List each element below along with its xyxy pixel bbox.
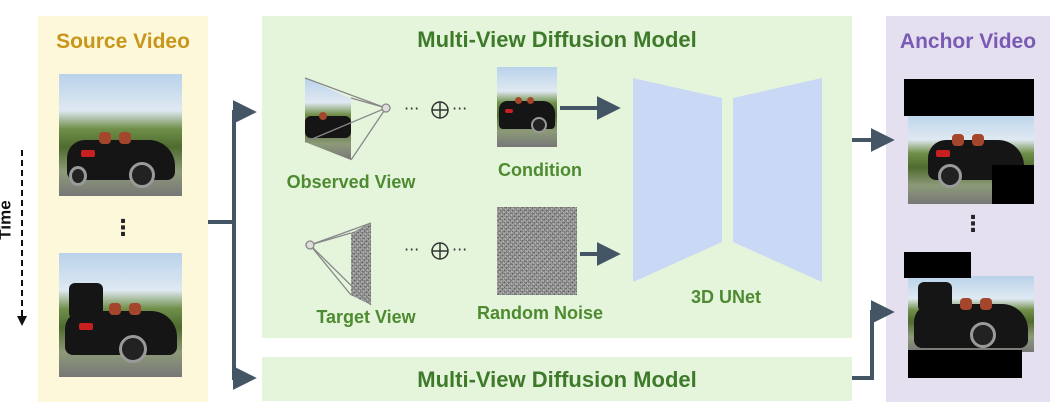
multi-view-diffusion-panel-bottom [262, 357, 852, 401]
target-view-plane [351, 223, 371, 305]
unet-input-arrows [560, 96, 621, 266]
mvd-bottom-title: Multi-View Diffusion Model [417, 367, 697, 392]
anchor-ellipsis: ⋮ [962, 211, 984, 236]
observed-view-camera-icon [304, 77, 391, 161]
svg-text:···: ··· [404, 240, 419, 259]
source-frame-top [59, 74, 182, 196]
source-frame-bottom [59, 253, 182, 377]
anchor-mask-top-1 [904, 79, 1034, 116]
anchor-mask-bottom-2 [908, 350, 1022, 378]
svg-text:···: ··· [452, 99, 467, 118]
svg-text:···: ··· [404, 99, 419, 118]
concat-symbol-top: ··· ··· [404, 99, 467, 119]
target-view-camera-icon [305, 222, 372, 306]
target-view-label: Target View [316, 307, 416, 327]
concat-symbol-bottom: ··· ··· [404, 240, 467, 260]
anchor-video-title: Anchor Video [899, 30, 1037, 53]
svg-text:···: ··· [452, 240, 467, 259]
mvd-top-title: Multi-View Diffusion Model [417, 27, 697, 52]
anchor-frame-bottom [908, 276, 1034, 352]
random-noise-label: Random Noise [476, 303, 604, 323]
source-video-title: Source Video [56, 30, 190, 53]
output-arrows [852, 128, 895, 380]
condition-label: Condition [498, 160, 582, 180]
anchor-mask-top-2 [992, 165, 1034, 204]
observed-view-label: Observed View [286, 172, 416, 192]
random-noise-image [497, 207, 577, 295]
source-ellipsis: ⋮ [112, 215, 134, 240]
anchor-mask-bottom-1 [904, 252, 971, 278]
unet-icon [633, 78, 822, 282]
condition-image [497, 67, 557, 147]
unet-label: 3D UNet [690, 287, 761, 307]
source-split-arrows [208, 100, 257, 390]
